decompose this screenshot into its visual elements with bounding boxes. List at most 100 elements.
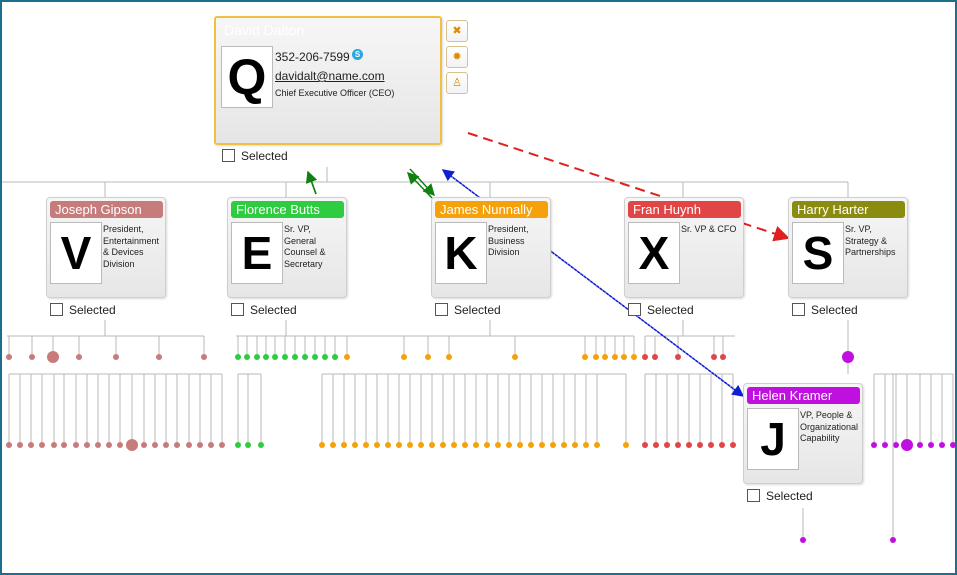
node-dot[interactable] bbox=[272, 354, 278, 360]
manager-card-joseph-gipson[interactable]: Joseph Gipson V President, Entertainment… bbox=[46, 197, 166, 298]
node-dot[interactable] bbox=[890, 537, 896, 543]
select-checkbox[interactable] bbox=[435, 303, 448, 316]
node-dot[interactable] bbox=[117, 442, 123, 448]
node-dot[interactable] bbox=[208, 442, 214, 448]
node-dot[interactable] bbox=[550, 442, 556, 448]
select-florence-butts[interactable]: Selected bbox=[231, 303, 297, 317]
node-dot[interactable] bbox=[28, 442, 34, 448]
node-dot[interactable] bbox=[675, 354, 681, 360]
node-dot[interactable] bbox=[800, 537, 806, 543]
node-dot[interactable] bbox=[152, 442, 158, 448]
node-dot[interactable] bbox=[322, 354, 328, 360]
node-dot[interactable] bbox=[113, 354, 119, 360]
node-dot[interactable] bbox=[263, 354, 269, 360]
manager-card-helen-kramer[interactable]: Helen Kramer J VP, People & Organization… bbox=[743, 383, 863, 484]
root-select[interactable]: Selected bbox=[222, 149, 288, 163]
node-dot[interactable] bbox=[593, 354, 599, 360]
node-dot[interactable] bbox=[39, 442, 45, 448]
node-dot[interactable] bbox=[244, 354, 250, 360]
node-dot[interactable] bbox=[319, 442, 325, 448]
node-dot[interactable] bbox=[652, 354, 658, 360]
node-dot[interactable] bbox=[76, 354, 82, 360]
node-dot[interactable] bbox=[235, 442, 241, 448]
node-dot[interactable] bbox=[517, 442, 523, 448]
node-dot[interactable] bbox=[84, 442, 90, 448]
node-dot[interactable] bbox=[363, 442, 369, 448]
node-dot[interactable] bbox=[642, 442, 648, 448]
node-dot[interactable] bbox=[235, 354, 241, 360]
node-dot[interactable] bbox=[506, 442, 512, 448]
manager-card-florence-butts[interactable]: Florence Butts E Sr. VP, General Counsel… bbox=[227, 197, 347, 298]
node-dot[interactable] bbox=[939, 442, 945, 448]
select-james-nunnally[interactable]: Selected bbox=[435, 303, 501, 317]
node-dot[interactable] bbox=[330, 442, 336, 448]
node-dot[interactable] bbox=[602, 354, 608, 360]
node-dot[interactable] bbox=[928, 442, 934, 448]
select-checkbox[interactable] bbox=[222, 149, 235, 162]
node-dot[interactable] bbox=[302, 354, 308, 360]
node-dot[interactable] bbox=[186, 442, 192, 448]
node-dot[interactable] bbox=[344, 354, 350, 360]
node-dot[interactable] bbox=[254, 354, 260, 360]
node-dot[interactable] bbox=[73, 442, 79, 448]
manager-card-james-nunnally[interactable]: James Nunnally K President, Business Div… bbox=[431, 197, 551, 298]
node-dot[interactable] bbox=[572, 442, 578, 448]
node-dot[interactable] bbox=[621, 354, 627, 360]
gear-icon[interactable]: ✹ bbox=[446, 46, 468, 68]
node-dot[interactable] bbox=[425, 354, 431, 360]
node-dot[interactable] bbox=[126, 439, 138, 451]
node-dot[interactable] bbox=[561, 442, 567, 448]
node-dot[interactable] bbox=[582, 354, 588, 360]
select-helen-kramer[interactable]: Selected bbox=[747, 489, 813, 503]
node-dot[interactable] bbox=[664, 442, 670, 448]
node-dot[interactable] bbox=[893, 442, 899, 448]
node-dot[interactable] bbox=[730, 442, 736, 448]
node-dot[interactable] bbox=[623, 442, 629, 448]
node-dot[interactable] bbox=[258, 442, 264, 448]
node-dot[interactable] bbox=[332, 354, 338, 360]
node-dot[interactable] bbox=[29, 354, 35, 360]
manager-card-harry-harter[interactable]: Harry Harter S Sr. VP, Strategy & Partne… bbox=[788, 197, 908, 298]
node-dot[interactable] bbox=[842, 351, 854, 363]
node-dot[interactable] bbox=[711, 354, 717, 360]
node-dot[interactable] bbox=[374, 442, 380, 448]
node-dot[interactable] bbox=[429, 442, 435, 448]
node-dot[interactable] bbox=[446, 354, 452, 360]
node-dot[interactable] bbox=[675, 442, 681, 448]
node-dot[interactable] bbox=[451, 442, 457, 448]
node-dot[interactable] bbox=[882, 442, 888, 448]
select-checkbox[interactable] bbox=[628, 303, 641, 316]
node-dot[interactable] bbox=[642, 354, 648, 360]
node-dot[interactable] bbox=[61, 442, 67, 448]
manager-card-fran-huynh[interactable]: Fran Huynh X Sr. VP & CFO bbox=[624, 197, 744, 298]
node-dot[interactable] bbox=[719, 442, 725, 448]
node-dot[interactable] bbox=[473, 442, 479, 448]
node-dot[interactable] bbox=[47, 351, 59, 363]
node-dot[interactable] bbox=[407, 442, 413, 448]
node-dot[interactable] bbox=[292, 354, 298, 360]
node-dot[interactable] bbox=[686, 442, 692, 448]
close-icon[interactable]: ✖ bbox=[446, 20, 468, 42]
node-dot[interactable] bbox=[163, 442, 169, 448]
node-dot[interactable] bbox=[440, 442, 446, 448]
root-card[interactable]: David Dalton Q 352-206-7599 S davidalt@n… bbox=[214, 16, 442, 145]
node-dot[interactable] bbox=[512, 354, 518, 360]
node-dot[interactable] bbox=[612, 354, 618, 360]
node-dot[interactable] bbox=[197, 442, 203, 448]
user-icon[interactable]: ♙ bbox=[446, 72, 468, 94]
node-dot[interactable] bbox=[6, 442, 12, 448]
node-dot[interactable] bbox=[245, 442, 251, 448]
node-dot[interactable] bbox=[462, 442, 468, 448]
select-checkbox[interactable] bbox=[50, 303, 63, 316]
node-dot[interactable] bbox=[201, 354, 207, 360]
node-dot[interactable] bbox=[6, 354, 12, 360]
node-dot[interactable] bbox=[396, 442, 402, 448]
root-email[interactable]: davidalt@name.com bbox=[275, 69, 385, 83]
node-dot[interactable] bbox=[141, 442, 147, 448]
node-dot[interactable] bbox=[484, 442, 490, 448]
node-dot[interactable] bbox=[594, 442, 600, 448]
node-dot[interactable] bbox=[282, 354, 288, 360]
select-harry-harter[interactable]: Selected bbox=[792, 303, 858, 317]
node-dot[interactable] bbox=[708, 442, 714, 448]
